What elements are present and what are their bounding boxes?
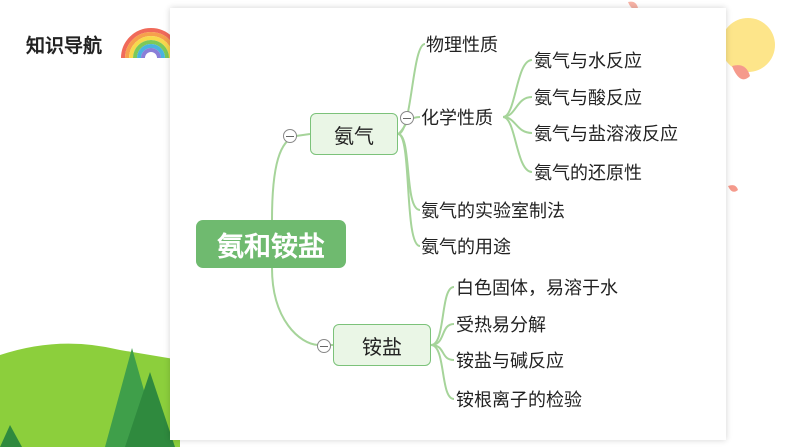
collapse-toggle-ammonia[interactable] [283,129,297,143]
node-physical-properties[interactable]: 物理性质 [426,35,498,56]
node-ammonium-salt[interactable]: 铵盐 [333,324,431,366]
tree-decoration [0,425,22,447]
node-salt-item[interactable]: 铵根离子的检验 [456,390,582,411]
petal-decoration [732,65,750,80]
root-node[interactable]: 氨和铵盐 [196,220,346,268]
petal-decoration [628,1,638,10]
node-ammonia[interactable]: 氨气 [310,113,398,155]
node-salt-item[interactable]: 铵盐与碱反应 [456,351,564,372]
page-title: 知识导航 [26,35,103,57]
node-uses[interactable]: 氨气的用途 [421,237,511,258]
node-lab-preparation[interactable]: 氨气的实验室制法 [421,201,565,222]
petal-decoration [728,185,738,192]
collapse-toggle-chemical[interactable] [400,111,414,125]
tree-decoration [125,372,175,447]
node-chem-item[interactable]: 氨气与酸反应 [534,88,642,109]
node-salt-item[interactable]: 受热易分解 [456,315,546,336]
node-chem-item[interactable]: 氨气与盐溶液反应 [534,124,678,145]
sun-decoration [721,18,775,72]
collapse-toggle-salt[interactable] [317,339,331,353]
node-chemical-properties[interactable]: 化学性质 [421,108,493,129]
node-chem-item[interactable]: 氨气的还原性 [534,163,642,184]
node-chem-item[interactable]: 氨气与水反应 [534,51,642,72]
node-salt-item[interactable]: 白色固体，易溶于水 [456,278,618,299]
